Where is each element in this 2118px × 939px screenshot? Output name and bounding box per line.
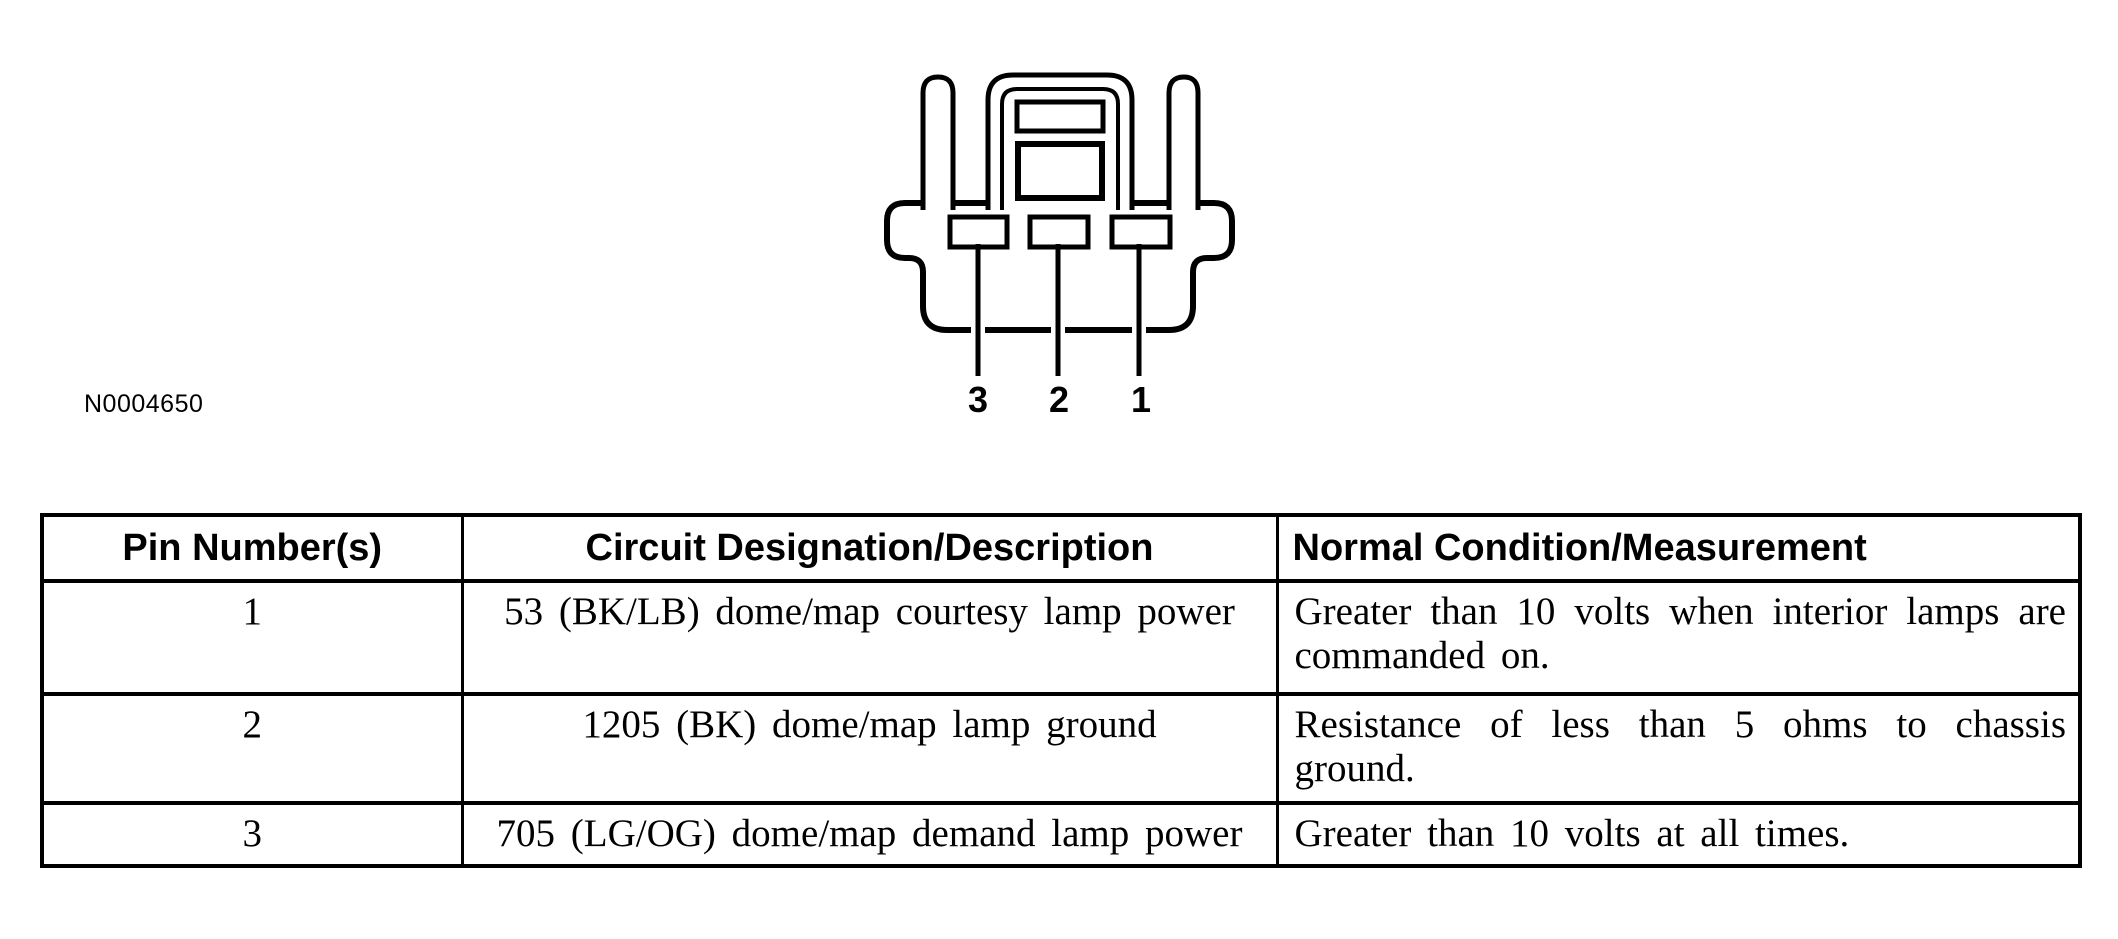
cell-condition: Resistance of less than 5 ohms to chassi… <box>1275 692 2082 805</box>
pinout-table: Pin Number(s) Circuit Designation/Descri… <box>40 513 2082 868</box>
figure-id-label: N0004650 <box>84 390 204 418</box>
table-row-pin-1: 1 53 (BK/LB) dome/map courtesy lamp powe… <box>40 579 2082 696</box>
header-pin-numbers: Pin Number(s) <box>40 513 464 583</box>
table-row-pin-2: 2 1205 (BK) dome/map lamp ground Resista… <box>40 692 2082 805</box>
connector-diagram <box>884 72 1235 376</box>
table-header-row: Pin Number(s) Circuit Designation/Descri… <box>40 513 2082 583</box>
pin-callout-1: 1 <box>1130 379 1152 420</box>
cell-circuit: 53 (BK/LB) dome/map courtesy lamp power <box>460 579 1279 696</box>
connector-tab-left-icon <box>920 74 956 210</box>
cell-pin-number: 1 <box>40 579 464 696</box>
cell-pin-number: 3 <box>40 801 464 868</box>
cell-circuit: 1205 (BK) dome/map lamp ground <box>460 692 1279 805</box>
cell-condition: Greater than 10 volts when interior lamp… <box>1275 579 2082 696</box>
cell-pin-number: 2 <box>40 692 464 805</box>
cell-condition: Greater than 10 volts at all times. <box>1275 801 2082 868</box>
latch-window <box>1014 99 1106 134</box>
pin-callout-3: 3 <box>967 379 989 420</box>
pin-slot-1 <box>1109 214 1173 250</box>
header-normal-condition: Normal Condition/Measurement <box>1275 513 2082 583</box>
header-circuit-designation: Circuit Designation/Description <box>460 513 1279 583</box>
table-row-pin-3: 3 705 (LG/OG) dome/map demand lamp power… <box>40 801 2082 868</box>
pin-slot-2 <box>1027 214 1091 250</box>
pin-slot-3 <box>947 214 1010 250</box>
pin-callout-2: 2 <box>1048 379 1070 420</box>
connector-tab-right-icon <box>1166 74 1201 210</box>
cell-circuit: 705 (LG/OG) dome/map demand lamp power <box>460 801 1279 868</box>
center-key <box>1015 141 1105 201</box>
